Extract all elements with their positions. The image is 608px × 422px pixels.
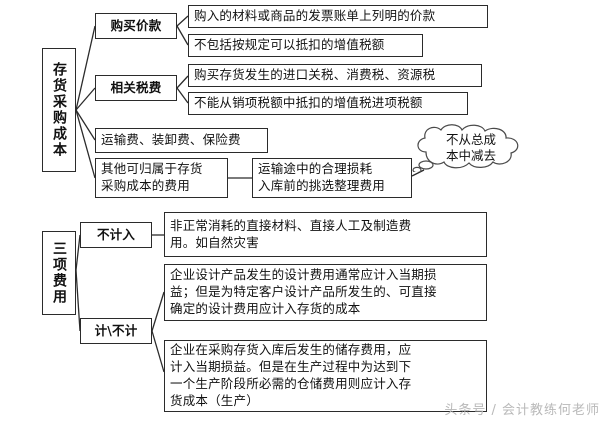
leaf-storage-costs-text: 企业在采购存货入库后发生的储存费用，应 计入当期损益。但是在生产过程中为达到下 … [170,342,481,410]
branch-purchase-price: 购买价款 [95,13,177,39]
leaf-abnormal-consumption-line2: 用。如自然灾害 [170,234,259,250]
leaf-design-costs-line2: 益；但是为特定客户设计产品所发生的、可直接 [170,284,437,300]
leaf-import-duty-consumption-resource-tax-text: 购买存货发生的进口关税、消费税、资源税 [194,67,436,83]
leaf-storage-costs: 企业在采购存货入库后发生的储存费用，应 计入当期损益。但是在生产过程中为达到下 … [164,340,487,412]
leaf-transport-loading-insurance-fees: 运输费、装卸费、保险费 [95,128,268,153]
leaf-reasonable-loss-in-transit-line2: 入库前的挑选整理费用 [258,178,386,193]
branch-included-or-not-label: 计\不计 [94,322,138,338]
leaf-design-costs-line1: 企业设计产品发生的设计费用通常应计入当期损 [170,267,437,283]
leaf-storage-costs-line1: 企业在采购存货入库后发生的储存费用，应 [170,342,412,358]
leaf-other-attributable-costs-line2: 采购成本的费用 [101,178,190,193]
branch-related-taxes-label: 相关税费 [110,79,162,95]
leaf-other-attributable-costs: 其他可归属于存货 采购成本的费用 [95,158,228,198]
root-label-three-expenses: 三项费用 [42,231,76,315]
leaf-design-costs-line3: 确定的设计费用应计入存货的成本 [170,300,361,316]
cloud-callout-line2: 本中减去 [445,147,496,163]
cloud-callout-not-deducted-from-total-cost: 不从总成 本中减去 [412,122,530,174]
branch-related-taxes: 相关税费 [95,75,177,101]
leaf-design-costs-text: 企业设计产品发生的设计费用通常应计入当期损 益；但是为特定客户设计产品所发生的、… [170,267,481,318]
leaf-reasonable-loss-in-transit-line1: 运输途中的合理损耗 [258,161,373,177]
cloud-callout-line1: 不从总成 [445,131,496,147]
branch-included-or-not: 计\不计 [80,318,152,344]
leaf-storage-costs-line4: 货成本（生产） [170,392,259,408]
leaf-excludes-deductible-vat: 不包括按规定可以抵扣的增值税额 [188,34,423,57]
leaf-non-deductible-input-vat-text: 不能从销项税额中抵扣的增值税进项税额 [194,95,423,111]
leaf-invoice-listed-price: 购入的材料或商品的发票账单上列明的价款 [188,5,488,28]
leaf-import-duty-consumption-resource-tax: 购买存货发生的进口关税、消费税、资源税 [188,64,482,87]
branch-purchase-price-label: 购买价款 [110,17,162,33]
leaf-storage-costs-line3: 一个生产阶段所必需的仓储费用则应计入存 [170,376,412,391]
leaf-abnormal-consumption: 非正常消耗的直接材料、直接人工及制造费 用。如自然灾害 [164,212,487,257]
leaf-transport-loading-insurance-fees-text: 运输费、装卸费、保险费 [101,132,241,148]
cloud-callout-text: 不从总成 本中减去 [412,122,530,172]
leaf-other-attributable-costs-text: 其他可归属于存货 采购成本的费用 [101,161,222,195]
root-label-inventory-purchase-cost: 存货采购成本 [42,48,76,172]
leaf-other-attributable-costs-line1: 其他可归属于存货 [101,161,203,177]
leaf-design-costs: 企业设计产品发生的设计费用通常应计入当期损 益；但是为特定客户设计产品所发生的、… [164,264,487,321]
leaf-excludes-deductible-vat-text: 不包括按规定可以抵扣的增值税额 [194,37,385,53]
watermark: 头条号 / 会计教练何老师 [444,403,600,418]
branch-not-included-label: 不计入 [96,226,136,242]
leaf-non-deductible-input-vat: 不能从销项税额中抵扣的增值税进项税额 [188,92,468,115]
leaf-storage-costs-line2: 计入当期损益。但是在生产过程中为达到下 [170,359,412,375]
leaf-abnormal-consumption-line1: 非正常消耗的直接材料、直接人工及制造费 [170,217,412,233]
leaf-abnormal-consumption-text: 非正常消耗的直接材料、直接人工及制造费 用。如自然灾害 [170,218,481,252]
leaf-reasonable-loss-in-transit: 运输途中的合理损耗 入库前的挑选整理费用 [252,158,412,198]
leaf-reasonable-loss-in-transit-text: 运输途中的合理损耗 入库前的挑选整理费用 [258,161,406,195]
leaf-invoice-listed-price-text: 购入的材料或商品的发票账单上列明的价款 [194,8,436,24]
branch-not-included: 不计入 [80,222,152,248]
